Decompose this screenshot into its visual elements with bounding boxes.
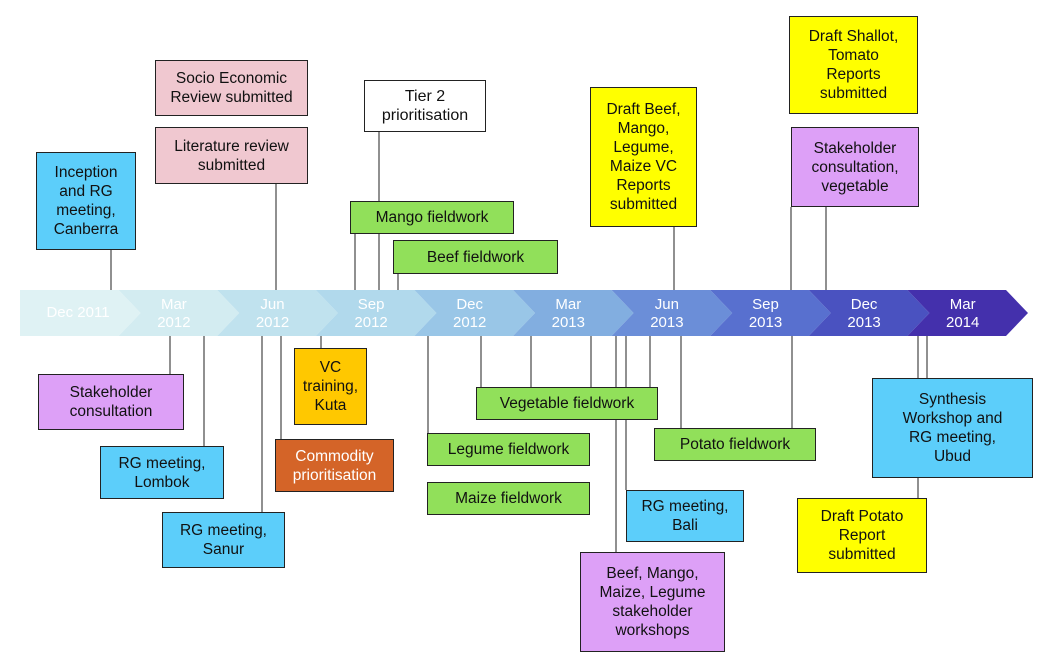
event-box: Tier 2 prioritisation — [364, 80, 486, 132]
timeline-segment — [513, 290, 634, 336]
timeline-segment — [315, 290, 437, 336]
timeline-arrow — [20, 290, 1028, 336]
event-box: Maize fieldwork — [427, 482, 590, 515]
timeline-segment — [710, 290, 831, 336]
event-box: Stakeholder consultation — [38, 374, 184, 430]
timeline-label: Mar 2014 — [946, 296, 980, 331]
timeline-label: Dec 2013 — [847, 296, 881, 331]
event-box: RG meeting, Lombok — [100, 446, 224, 499]
event-box: Literature review submitted — [155, 127, 308, 184]
timeline-segment — [414, 290, 535, 336]
timeline-label: Dec 2011 — [46, 304, 110, 321]
event-box: Synthesis Workshop and RG meeting, Ubud — [872, 378, 1033, 478]
event-box: Draft Shallot, Tomato Reports submitted — [789, 16, 918, 114]
event-box: Inception and RG meeting, Canberra — [36, 152, 136, 250]
event-box: Draft Potato Report submitted — [797, 498, 927, 573]
event-box: VC training, Kuta — [294, 348, 367, 425]
timeline-segment — [217, 290, 338, 336]
event-box: RG meeting, Sanur — [162, 512, 285, 568]
timeline-label: Mar 2013 — [551, 296, 585, 331]
event-box: Beef fieldwork — [393, 240, 558, 274]
timeline-label: Dec 2012 — [453, 296, 487, 331]
timeline-segment — [907, 290, 1028, 336]
event-box: RG meeting, Bali — [626, 490, 744, 542]
timeline-segment — [808, 290, 930, 336]
event-box: Vegetable fieldwork — [476, 387, 658, 420]
timeline-label: Jun 2012 — [255, 296, 290, 331]
event-box: Draft Beef, Mango, Legume, Maize VC Repo… — [590, 87, 697, 227]
timeline-segment — [118, 290, 240, 336]
timeline-label: Sep 2012 — [354, 296, 388, 331]
timeline-segment — [611, 290, 733, 336]
event-box: Commodity prioritisation — [275, 439, 394, 492]
timeline-label: Mar 2012 — [157, 296, 191, 331]
timeline-label: Jun 2013 — [650, 296, 684, 331]
event-box: Mango fieldwork — [350, 201, 514, 234]
timeline-segment — [20, 290, 141, 336]
connector-lines — [110, 132, 928, 552]
event-box: Beef, Mango, Maize, Legume stakeholder w… — [580, 552, 725, 652]
event-box: Stakeholder consultation, vegetable — [791, 127, 919, 207]
event-box: Legume fieldwork — [427, 433, 590, 466]
event-box: Potato fieldwork — [654, 428, 816, 461]
timeline-label: Sep 2013 — [748, 296, 783, 331]
event-box: Socio Economic Review submitted — [155, 60, 308, 116]
